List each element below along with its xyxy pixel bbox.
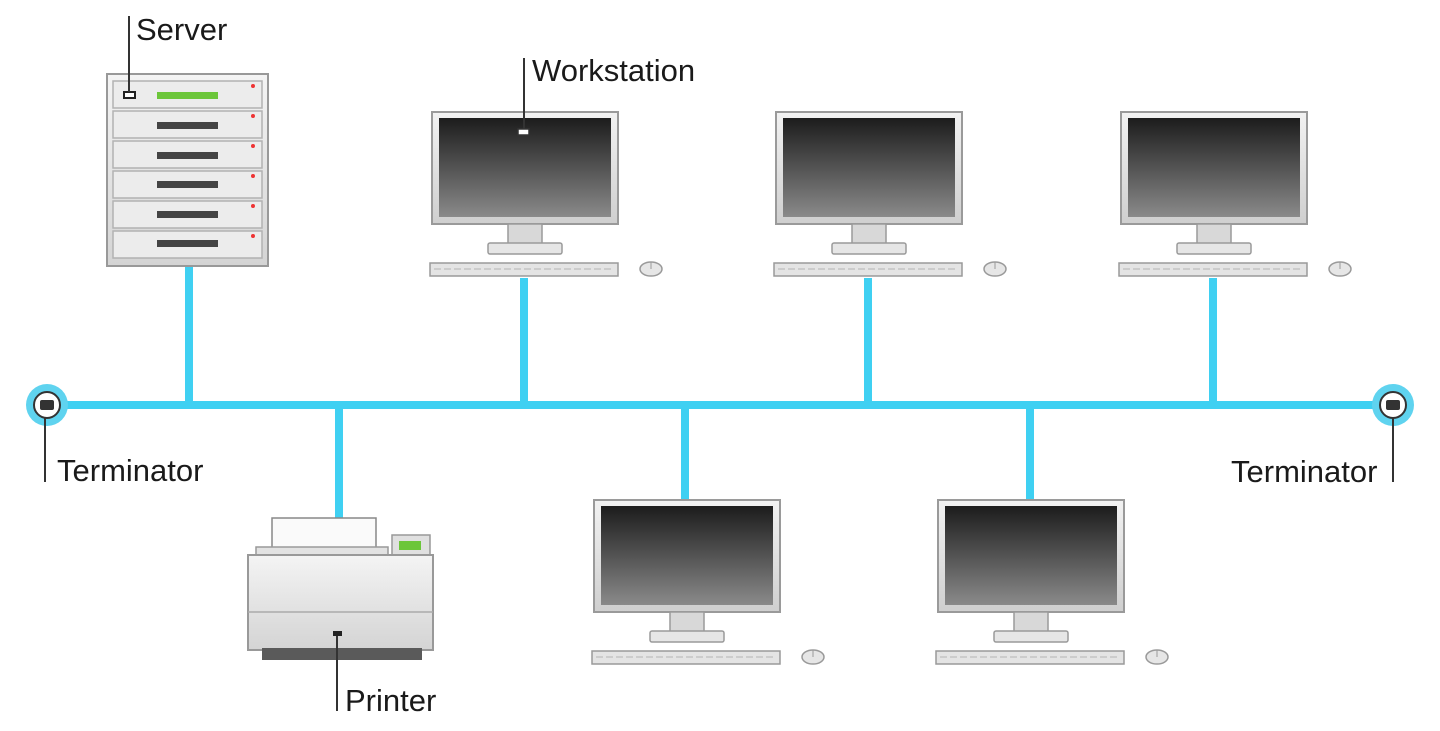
network-bus <box>50 266 1392 520</box>
server-icon <box>106 16 269 267</box>
workstation-icon-1 <box>429 111 663 277</box>
workstation-icon-2 <box>773 111 1007 277</box>
workstation-icon-5 <box>935 499 1169 665</box>
terminator-right-label: Terminator <box>1231 454 1377 489</box>
printer-icon <box>247 517 434 711</box>
workstation-label: Workstation <box>532 53 695 88</box>
server-label: Server <box>136 12 227 47</box>
workstation-callout <box>517 58 530 136</box>
terminator-left <box>26 384 68 482</box>
workstation-icon-4 <box>591 499 825 665</box>
terminator-right <box>1372 384 1414 482</box>
terminator-left-label: Terminator <box>57 453 203 488</box>
printer-label: Printer <box>345 683 436 718</box>
workstation-icon-3 <box>1118 111 1352 277</box>
